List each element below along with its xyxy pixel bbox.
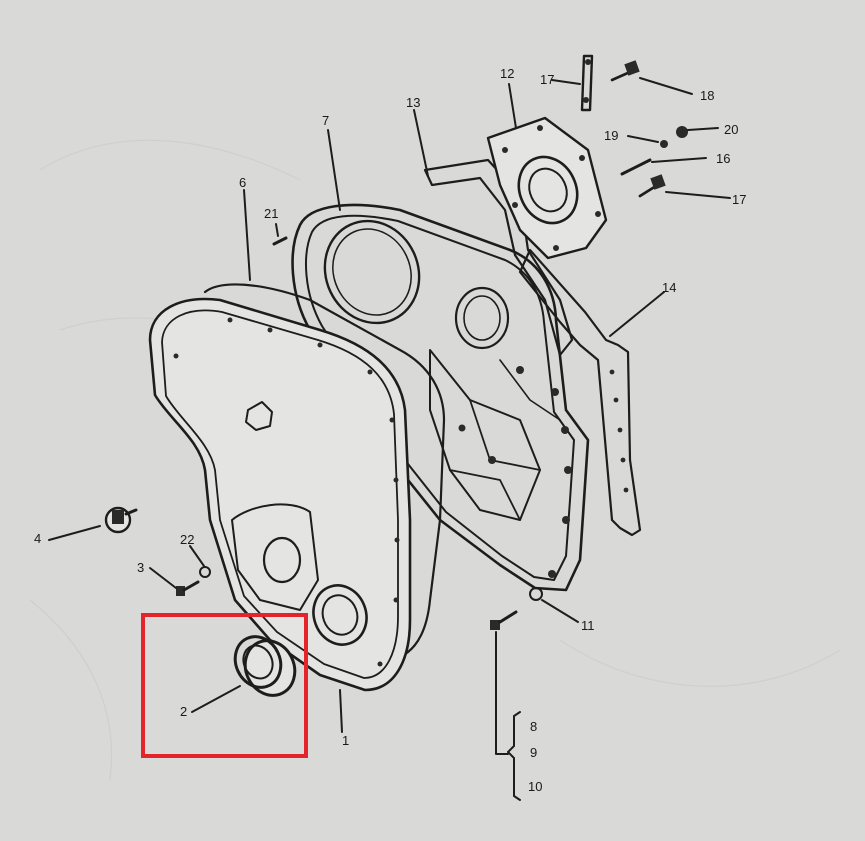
part-11-washer xyxy=(529,587,543,601)
label-11: 11 xyxy=(581,618,595,633)
part-18-bolt xyxy=(610,60,640,82)
part-16-stud xyxy=(620,158,652,176)
label-20: 20 xyxy=(724,122,738,137)
label-12: 12 xyxy=(500,66,514,81)
part-8-bolt xyxy=(490,610,518,630)
part-1-timing-cover xyxy=(148,297,412,692)
part-7-back-plate xyxy=(291,203,590,592)
label-1: 1 xyxy=(342,733,349,748)
part-3-bolt xyxy=(176,580,200,596)
label-13: 13 xyxy=(406,95,420,110)
label-16: 16 xyxy=(716,151,730,166)
leader-lines xyxy=(48,77,731,801)
part-20-nut xyxy=(676,126,688,138)
part-12-flange-housing xyxy=(486,116,608,260)
part-22-washer xyxy=(199,566,211,578)
highlight-box-part-2 xyxy=(141,613,308,758)
part-2-oil-seal xyxy=(233,635,297,697)
label-7: 7 xyxy=(322,113,329,128)
part-19-washer xyxy=(660,140,668,148)
label-18: 18 xyxy=(700,88,714,103)
label-9: 9 xyxy=(530,745,537,760)
part-4-bolt xyxy=(104,506,138,534)
label-17-top: 17 xyxy=(540,72,554,87)
part-17-bolt xyxy=(638,174,666,198)
callout-labels: 1 2 3 4 6 7 8 9 10 11 12 13 14 16 17 17 … xyxy=(34,66,746,794)
background-shadow-lines xyxy=(29,139,841,781)
label-8: 8 xyxy=(530,719,537,734)
label-17-right: 17 xyxy=(732,192,746,207)
label-21: 21 xyxy=(264,206,278,221)
label-10: 10 xyxy=(528,779,542,794)
part-17-strap xyxy=(580,54,594,112)
label-2: 2 xyxy=(180,704,187,719)
part-21-dowel xyxy=(272,236,288,246)
label-3: 3 xyxy=(137,560,144,575)
label-22: 22 xyxy=(180,532,194,547)
label-19: 19 xyxy=(604,128,618,143)
label-14: 14 xyxy=(662,280,676,295)
label-4: 4 xyxy=(34,531,41,546)
label-6: 6 xyxy=(239,175,246,190)
